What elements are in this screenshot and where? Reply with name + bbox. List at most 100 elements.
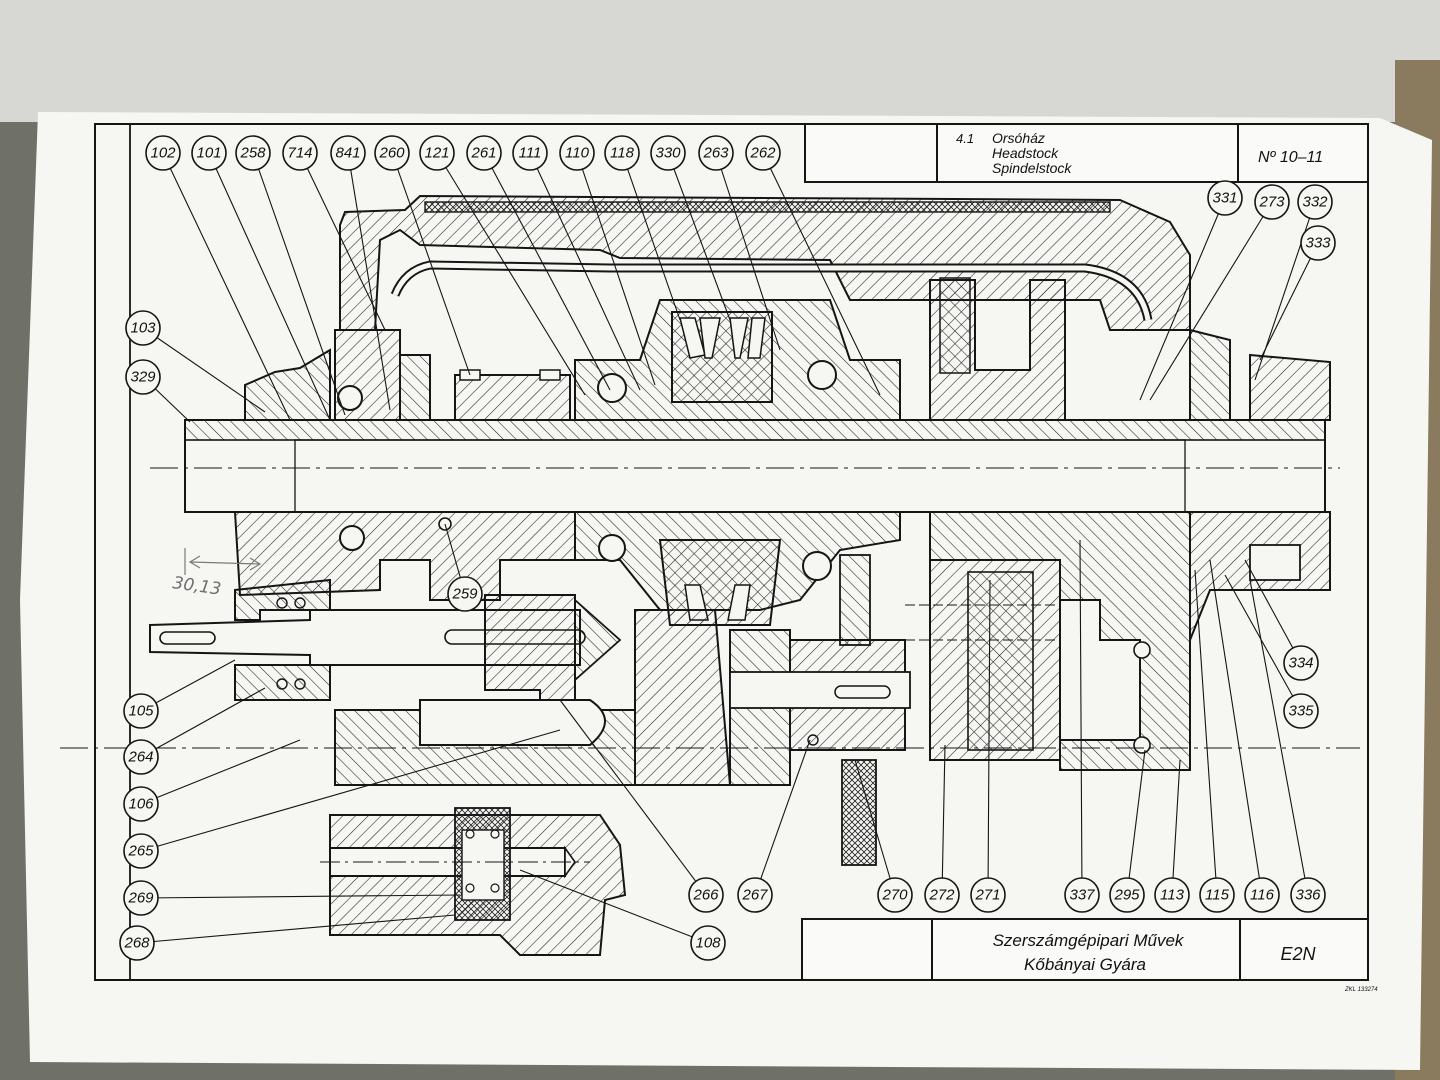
balloon-label: 336: [1295, 887, 1321, 904]
leader-line: [667, 152, 731, 321]
balloon-label: 271: [974, 887, 1000, 904]
leader-line: [347, 152, 391, 411]
footer-block: Szerszámgépipari Művek Kőbányai Gyára E2…: [801, 918, 1378, 993]
balloon-circle: [447, 576, 483, 612]
balloon-label: 263: [702, 145, 729, 162]
balloon-circle: [1254, 184, 1290, 220]
drawing-border: [94, 123, 1369, 981]
balloon-label: 329: [130, 369, 156, 386]
balloon-circle: [1199, 877, 1235, 913]
leader-line: [252, 152, 346, 416]
leader-line: [1149, 201, 1273, 401]
leader-line: [1244, 559, 1302, 664]
balloon-circle: [123, 739, 159, 775]
leader-line: [142, 327, 266, 413]
balloon-label: 331: [1212, 190, 1237, 207]
leader-line: [1259, 242, 1319, 361]
print-code: ZKL 133274: [1344, 987, 1378, 993]
balloon-circle: [145, 135, 181, 171]
company-name: Szerszámgépipari Művek: [993, 931, 1185, 950]
balloon-circle: [559, 135, 595, 171]
balloon-circle: [119, 925, 155, 961]
part-balloon-103: 103: [125, 310, 161, 346]
balloon-circle: [1300, 225, 1336, 261]
leader-line: [1126, 749, 1146, 896]
balloon-label: 111: [519, 145, 542, 162]
leader-line: [621, 152, 681, 321]
part-balloon-335: 335: [1283, 693, 1319, 729]
leader-line: [519, 869, 709, 944]
balloon-label: 106: [128, 796, 154, 813]
leader-line: [1171, 759, 1181, 896]
part-balloon-101: 101: [191, 135, 227, 171]
balloon-circle: [125, 359, 161, 395]
leader-line: [1194, 569, 1218, 896]
leader-line: [987, 579, 991, 896]
leader-line: [854, 759, 896, 896]
balloon-circle: [688, 877, 724, 913]
part-balloon-271: 271: [970, 877, 1006, 913]
balloon-label: 267: [741, 887, 768, 904]
leader-line: [941, 744, 946, 896]
detail-view: [320, 807, 627, 956]
balloon-circle: [1244, 877, 1280, 913]
company-plant: Kőbányai Gyára: [1024, 955, 1146, 974]
balloon-circle: [1297, 184, 1333, 220]
leader-line: [576, 152, 656, 386]
leader-line: [529, 152, 641, 391]
part-balloon-266: 266: [688, 877, 724, 913]
part-balloon-113: 113: [1154, 877, 1190, 913]
leader-line: [140, 894, 461, 899]
balloon-circle: [650, 135, 686, 171]
part-balloon-116: 116: [1244, 877, 1280, 913]
part-balloon-259: 259: [447, 576, 483, 612]
leader-line: [1209, 559, 1263, 896]
leader-line: [762, 152, 881, 396]
part-balloon-841: 841: [330, 135, 366, 171]
part-balloon-261: 261: [466, 135, 502, 171]
part-balloon-272: 272: [924, 877, 960, 913]
leader-line: [1249, 579, 1309, 896]
balloon-circle: [330, 135, 366, 171]
leader-line: [140, 729, 561, 852]
balloon-label: 264: [127, 749, 153, 766]
balloon-label: 121: [424, 145, 449, 162]
balloon-label: 105: [128, 703, 154, 720]
part-balloon-105: 105: [123, 693, 159, 729]
part-balloon-110: 110: [559, 135, 595, 171]
leader-line: [136, 914, 456, 944]
balloon-circle: [123, 786, 159, 822]
leader-line: [299, 152, 386, 331]
leader-line: [140, 739, 301, 805]
leader-line: [140, 687, 266, 758]
balloon-circle: [282, 135, 318, 171]
balloon-label: 714: [287, 145, 312, 162]
balloon-label: 102: [150, 145, 176, 162]
balloon-label: 262: [749, 145, 776, 162]
balloon-label: 334: [1288, 655, 1313, 672]
leader-line: [162, 152, 291, 421]
part-balloon-330: 330: [650, 135, 686, 171]
balloon-circle: [1154, 877, 1190, 913]
part-balloon-337: 337: [1064, 877, 1100, 913]
title-german: Spindelstock: [992, 160, 1072, 176]
balloon-label: 261: [470, 145, 496, 162]
balloon-label: 260: [378, 145, 405, 162]
part-balloon-331: 331: [1207, 180, 1243, 216]
headstock-section: [60, 194, 1360, 866]
leader-line: [715, 152, 781, 351]
balloon-circle: [466, 135, 502, 171]
balloon-circle: [123, 693, 159, 729]
part-balloon-336: 336: [1290, 877, 1326, 913]
balloon-label: 269: [127, 890, 154, 907]
leader-lines: [136, 152, 1319, 944]
balloon-circle: [123, 833, 159, 869]
leader-line: [754, 739, 811, 896]
balloon-label: 118: [610, 145, 635, 162]
part-balloon-263: 263: [698, 135, 734, 171]
sheet-number: Nº 10–11: [1258, 149, 1323, 166]
balloon-circle: [1207, 180, 1243, 216]
balloon-label: 272: [928, 887, 955, 904]
balloon-circle: [374, 135, 410, 171]
balloon-label: 332: [1302, 194, 1328, 211]
